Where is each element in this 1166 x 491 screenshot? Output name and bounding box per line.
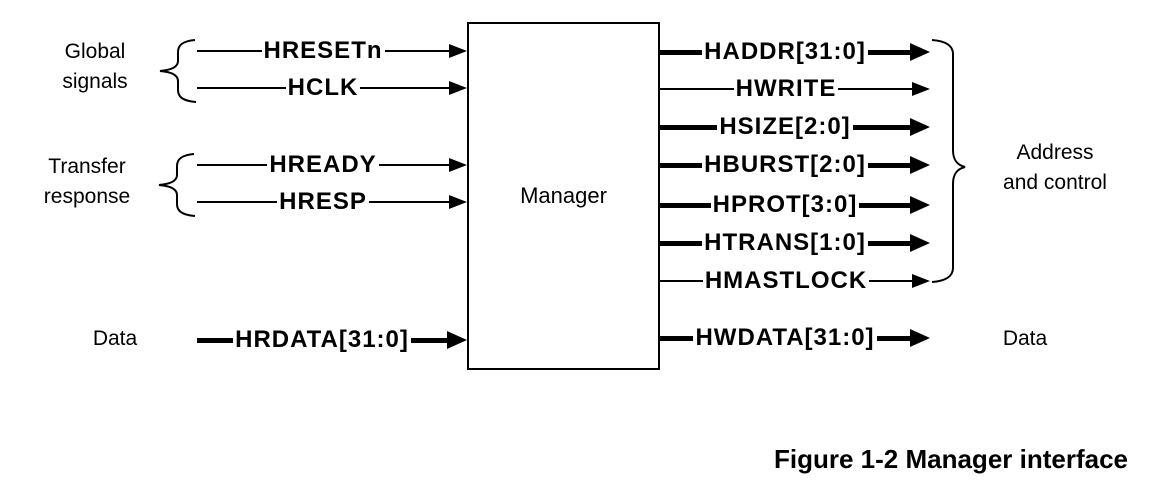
- global-signals-label-line1: Global: [64, 40, 126, 63]
- signal-line-segment: [859, 202, 911, 208]
- signal-row-haddr: HADDR[31:0]: [660, 37, 930, 67]
- signal-row-hwdata: HWDATA[31:0]: [660, 323, 931, 353]
- signal-line-segment: [660, 124, 718, 130]
- signal-row-hclk: HCLK: [197, 73, 467, 103]
- signal-label-hmastlock: HMASTLOCK: [704, 267, 868, 294]
- arrowhead-icon: [910, 234, 931, 252]
- arrowhead-icon: [910, 43, 930, 61]
- signal-line-segment: [660, 88, 734, 90]
- signal-line-segment: [852, 124, 911, 130]
- signal-line-segment: [660, 280, 703, 282]
- signal-line-segment: [378, 164, 449, 166]
- signal-label-hwrite: HWRITE: [735, 75, 837, 102]
- signal-row-htrans: HTRANS[1:0]: [660, 228, 931, 258]
- signal-row-hburst: HBURST[2:0]: [660, 150, 931, 180]
- signal-line-segment: [867, 162, 911, 168]
- address-control-label: Address and control: [980, 138, 1130, 198]
- signal-line-segment: [660, 335, 694, 341]
- arrowhead-icon: [910, 196, 931, 214]
- transfer-response-brace-icon: [148, 152, 198, 218]
- signal-label-hrdata: HRDATA[31:0]: [235, 326, 409, 353]
- signal-line-segment: [838, 88, 912, 90]
- signal-label-hready: HREADY: [269, 151, 377, 178]
- signal-row-hwrite: HWRITE: [660, 74, 930, 104]
- manager-block: Manager: [467, 22, 660, 370]
- signal-line-segment: [197, 164, 268, 166]
- signal-line-segment: [197, 50, 262, 52]
- arrowhead-icon: [912, 274, 931, 288]
- signal-line-segment: [360, 87, 449, 89]
- transfer-response-label-line2: response: [43, 185, 131, 208]
- address-control-brace-icon: [930, 38, 968, 286]
- signal-label-haddr: HADDR[31:0]: [704, 38, 866, 65]
- signal-line-segment: [368, 201, 449, 203]
- signal-row-hrdata: HRDATA[31:0]: [197, 325, 467, 355]
- signal-line-segment: [867, 49, 910, 55]
- signal-line-segment: [876, 335, 911, 341]
- figure-caption: Figure 1-2 Manager interface: [774, 444, 1128, 474]
- manager-block-label: Manager: [520, 183, 607, 208]
- signal-row-hready: HREADY: [197, 150, 467, 180]
- signal-label-hwdata: HWDATA[31:0]: [695, 324, 875, 351]
- signal-line-segment: [410, 337, 447, 343]
- data-right-label: Data: [1002, 327, 1048, 350]
- address-control-label-line2: and control: [1003, 171, 1107, 194]
- global-signals-label: Global signals: [35, 37, 155, 97]
- signal-label-hprot: HPROT[3:0]: [712, 191, 858, 218]
- signal-line-segment: [197, 87, 286, 89]
- global-signals-brace-icon: [150, 38, 198, 104]
- signal-line-segment: [384, 50, 450, 52]
- arrowhead-icon: [910, 156, 931, 174]
- signal-line-segment: [660, 49, 703, 55]
- signal-label-hresp: HRESP: [279, 188, 367, 215]
- signal-line-segment: [867, 240, 911, 246]
- arrowhead-icon: [912, 82, 930, 96]
- arrowhead-icon: [449, 44, 468, 58]
- arrowhead-icon: [449, 81, 467, 95]
- signal-line-segment: [197, 201, 278, 203]
- transfer-response-label-line1: Transfer: [48, 155, 126, 178]
- signal-label-hburst: HBURST[2:0]: [704, 151, 866, 178]
- signal-row-hprot: HPROT[3:0]: [660, 190, 931, 220]
- arrowhead-icon: [910, 329, 931, 347]
- arrowhead-icon: [910, 118, 931, 136]
- signal-label-htrans: HTRANS[1:0]: [704, 229, 866, 256]
- signal-line-segment: [660, 202, 711, 208]
- data-left-label: Data: [92, 327, 138, 350]
- signal-row-hresetn: HRESETn: [197, 36, 468, 66]
- arrowhead-icon: [447, 331, 467, 349]
- signal-row-hmastlock: HMASTLOCK: [660, 266, 931, 296]
- signal-line-segment: [869, 280, 913, 282]
- signal-row-hsize: HSIZE[2:0]: [660, 112, 931, 142]
- signal-label-hclk: HCLK: [287, 74, 359, 101]
- address-control-label-line1: Address: [1016, 141, 1094, 164]
- signal-row-hresp: HRESP: [197, 187, 467, 217]
- signal-label-hsize: HSIZE[2:0]: [719, 113, 851, 140]
- global-signals-label-line2: signals: [62, 70, 128, 93]
- signal-line-segment: [660, 162, 703, 168]
- transfer-response-label: Transfer response: [22, 152, 152, 212]
- arrowhead-icon: [449, 195, 467, 209]
- arrowhead-icon: [449, 158, 467, 172]
- signal-line-segment: [660, 240, 703, 246]
- signal-label-hresetn: HRESETn: [263, 37, 383, 64]
- signal-line-segment: [197, 337, 234, 343]
